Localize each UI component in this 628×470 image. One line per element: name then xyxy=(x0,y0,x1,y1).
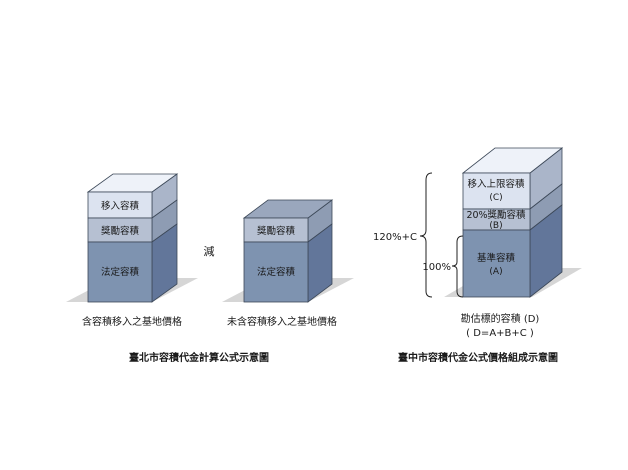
stack2-block-legal xyxy=(243,241,309,303)
stack-with-transfer: 移入容積 獎勵容積 法定容積 含容積移入之基地價格 xyxy=(66,173,198,328)
stack1-block-legal xyxy=(87,241,153,303)
stack-taichung: 移入上限容積 (C) 20%獎勵容積 (B) 基準容積 (A) xyxy=(444,147,582,298)
stack3-label-a: 基準容積 xyxy=(477,252,516,264)
stack1-block-transfer xyxy=(87,191,153,219)
bracket-outer xyxy=(419,172,433,298)
stack3-label-b: 20%獎勵容積 xyxy=(466,209,526,221)
stack1-caption: 含容積移入之基地價格 xyxy=(82,315,182,328)
bracket-inner xyxy=(451,235,464,298)
bracket-inner-label: 100% xyxy=(422,262,451,273)
stack3-sub-a: (A) xyxy=(489,267,502,277)
stack3-label-c: 移入上限容積 xyxy=(467,178,525,190)
stack2-label-legal: 法定容積 xyxy=(257,266,296,278)
stack3-caption: 勘估標的容積 (D) xyxy=(461,312,540,325)
stack1-block-bonus xyxy=(87,217,153,243)
stack3-formula: ( D=A+B+C ) xyxy=(466,328,534,339)
stack3-sub-b: (B) xyxy=(489,221,502,231)
stack2-label-bonus: 獎勵容積 xyxy=(257,225,296,237)
stack2-block-bonus xyxy=(243,217,309,243)
stack3-block-a xyxy=(462,229,531,298)
stack3-block-c xyxy=(462,172,531,210)
left-diagram-title: 臺北市容積代金計算公式示意圖 xyxy=(129,351,269,364)
stack3-sub-c: (C) xyxy=(489,193,502,203)
stack1-label-legal: 法定容積 xyxy=(101,266,140,278)
stack1-label-bonus: 獎勵容積 xyxy=(101,225,140,237)
stack1-label-transfer: 移入容積 xyxy=(101,200,140,212)
stack2-caption: 未含容積移入之基地價格 xyxy=(227,315,337,328)
minus-label: 減 xyxy=(204,244,215,258)
right-diagram-title: 臺中市容積代金公式價格組成示意圖 xyxy=(398,351,558,364)
stack-without-transfer: 獎勵容積 法定容積 未含容積移入之基地價格 xyxy=(222,199,354,328)
bracket-outer-label: 120%+C xyxy=(373,232,417,243)
